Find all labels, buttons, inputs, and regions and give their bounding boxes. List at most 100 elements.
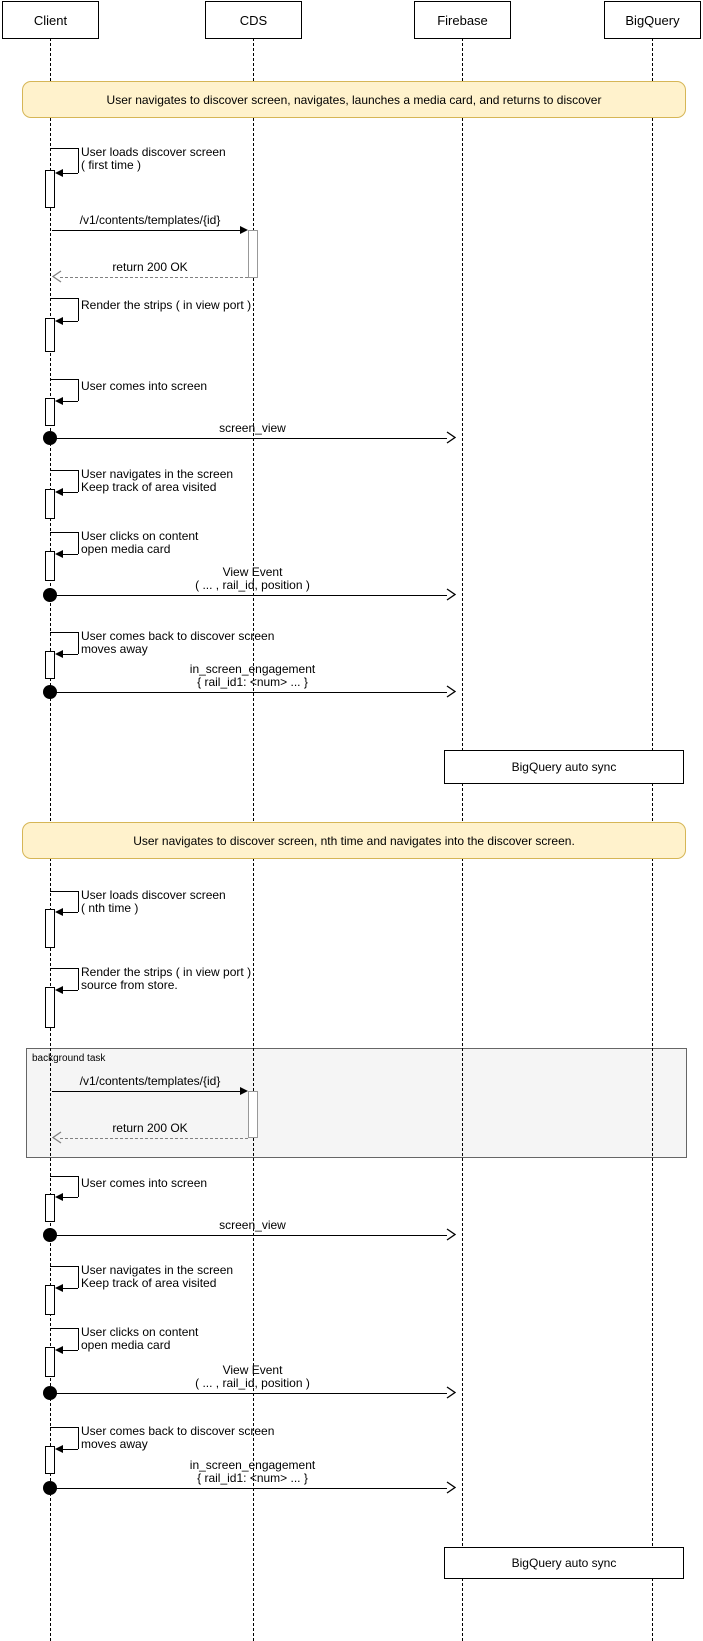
return-label: return 200 OK bbox=[112, 1121, 188, 1135]
actor-box-client: Client bbox=[2, 1, 99, 39]
self-message-line bbox=[78, 1176, 79, 1197]
self-message-line bbox=[78, 148, 79, 173]
self-message-label-line: User clicks on content bbox=[81, 529, 199, 543]
self-message-line bbox=[62, 654, 78, 655]
self-message-line bbox=[78, 1266, 79, 1288]
self-message-line bbox=[78, 968, 79, 990]
return-label: return 200 OK bbox=[112, 260, 188, 274]
self-message-label-line: ( first time ) bbox=[81, 158, 141, 172]
self-message-label-line: User loads discover screen bbox=[81, 888, 226, 902]
event-chevron-icon bbox=[446, 1481, 457, 1494]
actor-label-firebase: Firebase bbox=[437, 12, 488, 28]
event-label-line: ( ... , rail_id, position ) bbox=[195, 578, 310, 592]
event-label: in_screen_engagement{ rail_id1: <num> ..… bbox=[50, 1459, 455, 1485]
return-chevron-icon bbox=[51, 1131, 62, 1144]
activation-bar bbox=[45, 489, 55, 519]
actor-box-cds: CDS bbox=[205, 1, 302, 39]
self-message-line bbox=[78, 470, 79, 492]
self-message-label: User comes into screen bbox=[81, 1177, 207, 1190]
self-message-line bbox=[50, 470, 78, 471]
activation-bar bbox=[45, 1285, 55, 1315]
event-arrow-line bbox=[50, 1488, 447, 1489]
activation-bar bbox=[248, 230, 258, 278]
scenario-banner: User navigates to discover screen, navig… bbox=[22, 81, 686, 118]
self-message-line bbox=[78, 379, 79, 401]
self-message-line bbox=[62, 173, 78, 174]
request-arrowhead-icon bbox=[240, 1087, 248, 1095]
event-label-line: View Event bbox=[222, 565, 283, 579]
self-message-arrowhead-icon bbox=[55, 550, 63, 558]
event-label-line: screen_view bbox=[219, 421, 286, 435]
event-label: View Event( ... , rail_id, position ) bbox=[50, 566, 455, 592]
return-chevron-icon bbox=[51, 270, 62, 283]
self-message-label-line: User comes back to discover screen bbox=[81, 629, 275, 643]
event-arrow-line bbox=[50, 1235, 447, 1236]
self-message-line bbox=[62, 1350, 78, 1351]
request-arrow-line bbox=[52, 230, 240, 231]
self-message-arrowhead-icon bbox=[55, 1445, 63, 1453]
event-label: screen_view bbox=[50, 1219, 455, 1232]
event-circle-icon bbox=[43, 1228, 57, 1242]
self-message-label-line: source from store. bbox=[81, 978, 178, 992]
event-chevron-icon bbox=[446, 588, 457, 601]
self-message-label-line: User comes into screen bbox=[81, 379, 208, 393]
event-label-line: ( ... , rail_id, position ) bbox=[195, 1376, 310, 1390]
self-message-label-line: ( nth time ) bbox=[81, 901, 139, 915]
self-message-label-line: Keep track of area visited bbox=[81, 1276, 217, 1290]
activation-bar bbox=[45, 909, 55, 948]
self-message-line bbox=[62, 990, 78, 991]
self-message-label: User loads discover screen( nth time ) bbox=[81, 889, 226, 915]
self-message-label: User loads discover screen( first time ) bbox=[81, 146, 226, 172]
request-label: /v1/contents/templates/{id} bbox=[79, 213, 221, 227]
self-message-line bbox=[62, 912, 78, 913]
event-circle-icon bbox=[43, 588, 57, 602]
self-message-arrowhead-icon bbox=[55, 488, 63, 496]
event-label: View Event( ... , rail_id, position ) bbox=[50, 1364, 455, 1390]
self-message-arrowhead-icon bbox=[55, 986, 63, 994]
self-message-line bbox=[50, 298, 78, 299]
event-arrow-line bbox=[50, 1393, 447, 1394]
self-message-line bbox=[62, 1197, 78, 1198]
activation-bar bbox=[45, 1347, 55, 1377]
activation-bar bbox=[45, 551, 55, 581]
self-message-line bbox=[78, 891, 79, 912]
event-label-line: View Event bbox=[222, 1363, 283, 1377]
self-message-label-line: User navigates in the screen bbox=[81, 467, 234, 481]
self-message-label-line: User navigates in the screen bbox=[81, 1263, 234, 1277]
self-message-label: Render the strips ( in view port )source… bbox=[81, 966, 251, 992]
self-message-arrowhead-icon bbox=[55, 317, 63, 325]
self-message-label: Render the strips ( in view port ) bbox=[81, 299, 251, 312]
self-message-line bbox=[62, 492, 78, 493]
event-circle-icon bbox=[43, 431, 57, 445]
self-message-label-line: User comes back to discover screen bbox=[81, 1424, 275, 1438]
actor-box-bigquery: BigQuery bbox=[604, 1, 701, 39]
self-message-line bbox=[50, 1328, 78, 1329]
event-label-line: { rail_id1: <num> ... } bbox=[197, 675, 308, 689]
activation-bar bbox=[248, 1091, 258, 1138]
event-chevron-icon bbox=[446, 685, 457, 698]
event-arrow-line bbox=[50, 438, 447, 439]
request-arrowhead-icon bbox=[240, 226, 248, 234]
self-message-arrowhead-icon bbox=[55, 650, 63, 658]
self-message-line bbox=[62, 1288, 78, 1289]
self-message-line bbox=[62, 554, 78, 555]
self-message-arrowhead-icon bbox=[55, 1284, 63, 1292]
self-message-line bbox=[62, 1449, 78, 1450]
request-label: /v1/contents/templates/{id} bbox=[79, 1074, 221, 1088]
activation-bar bbox=[45, 651, 55, 679]
self-message-arrowhead-icon bbox=[55, 1193, 63, 1201]
background-task-label: background task bbox=[32, 1053, 106, 1064]
activation-bar bbox=[45, 1194, 55, 1222]
scenario-banner: User navigates to discover screen, nth t… bbox=[22, 822, 686, 859]
event-circle-icon bbox=[43, 1386, 57, 1400]
self-message-label: User comes into screen bbox=[81, 380, 207, 393]
request-arrow-line bbox=[52, 1091, 240, 1092]
event-label-line: in_screen_engagement bbox=[189, 662, 316, 676]
event-label-line: screen_view bbox=[219, 1218, 286, 1232]
event-label: screen_view bbox=[50, 422, 455, 435]
